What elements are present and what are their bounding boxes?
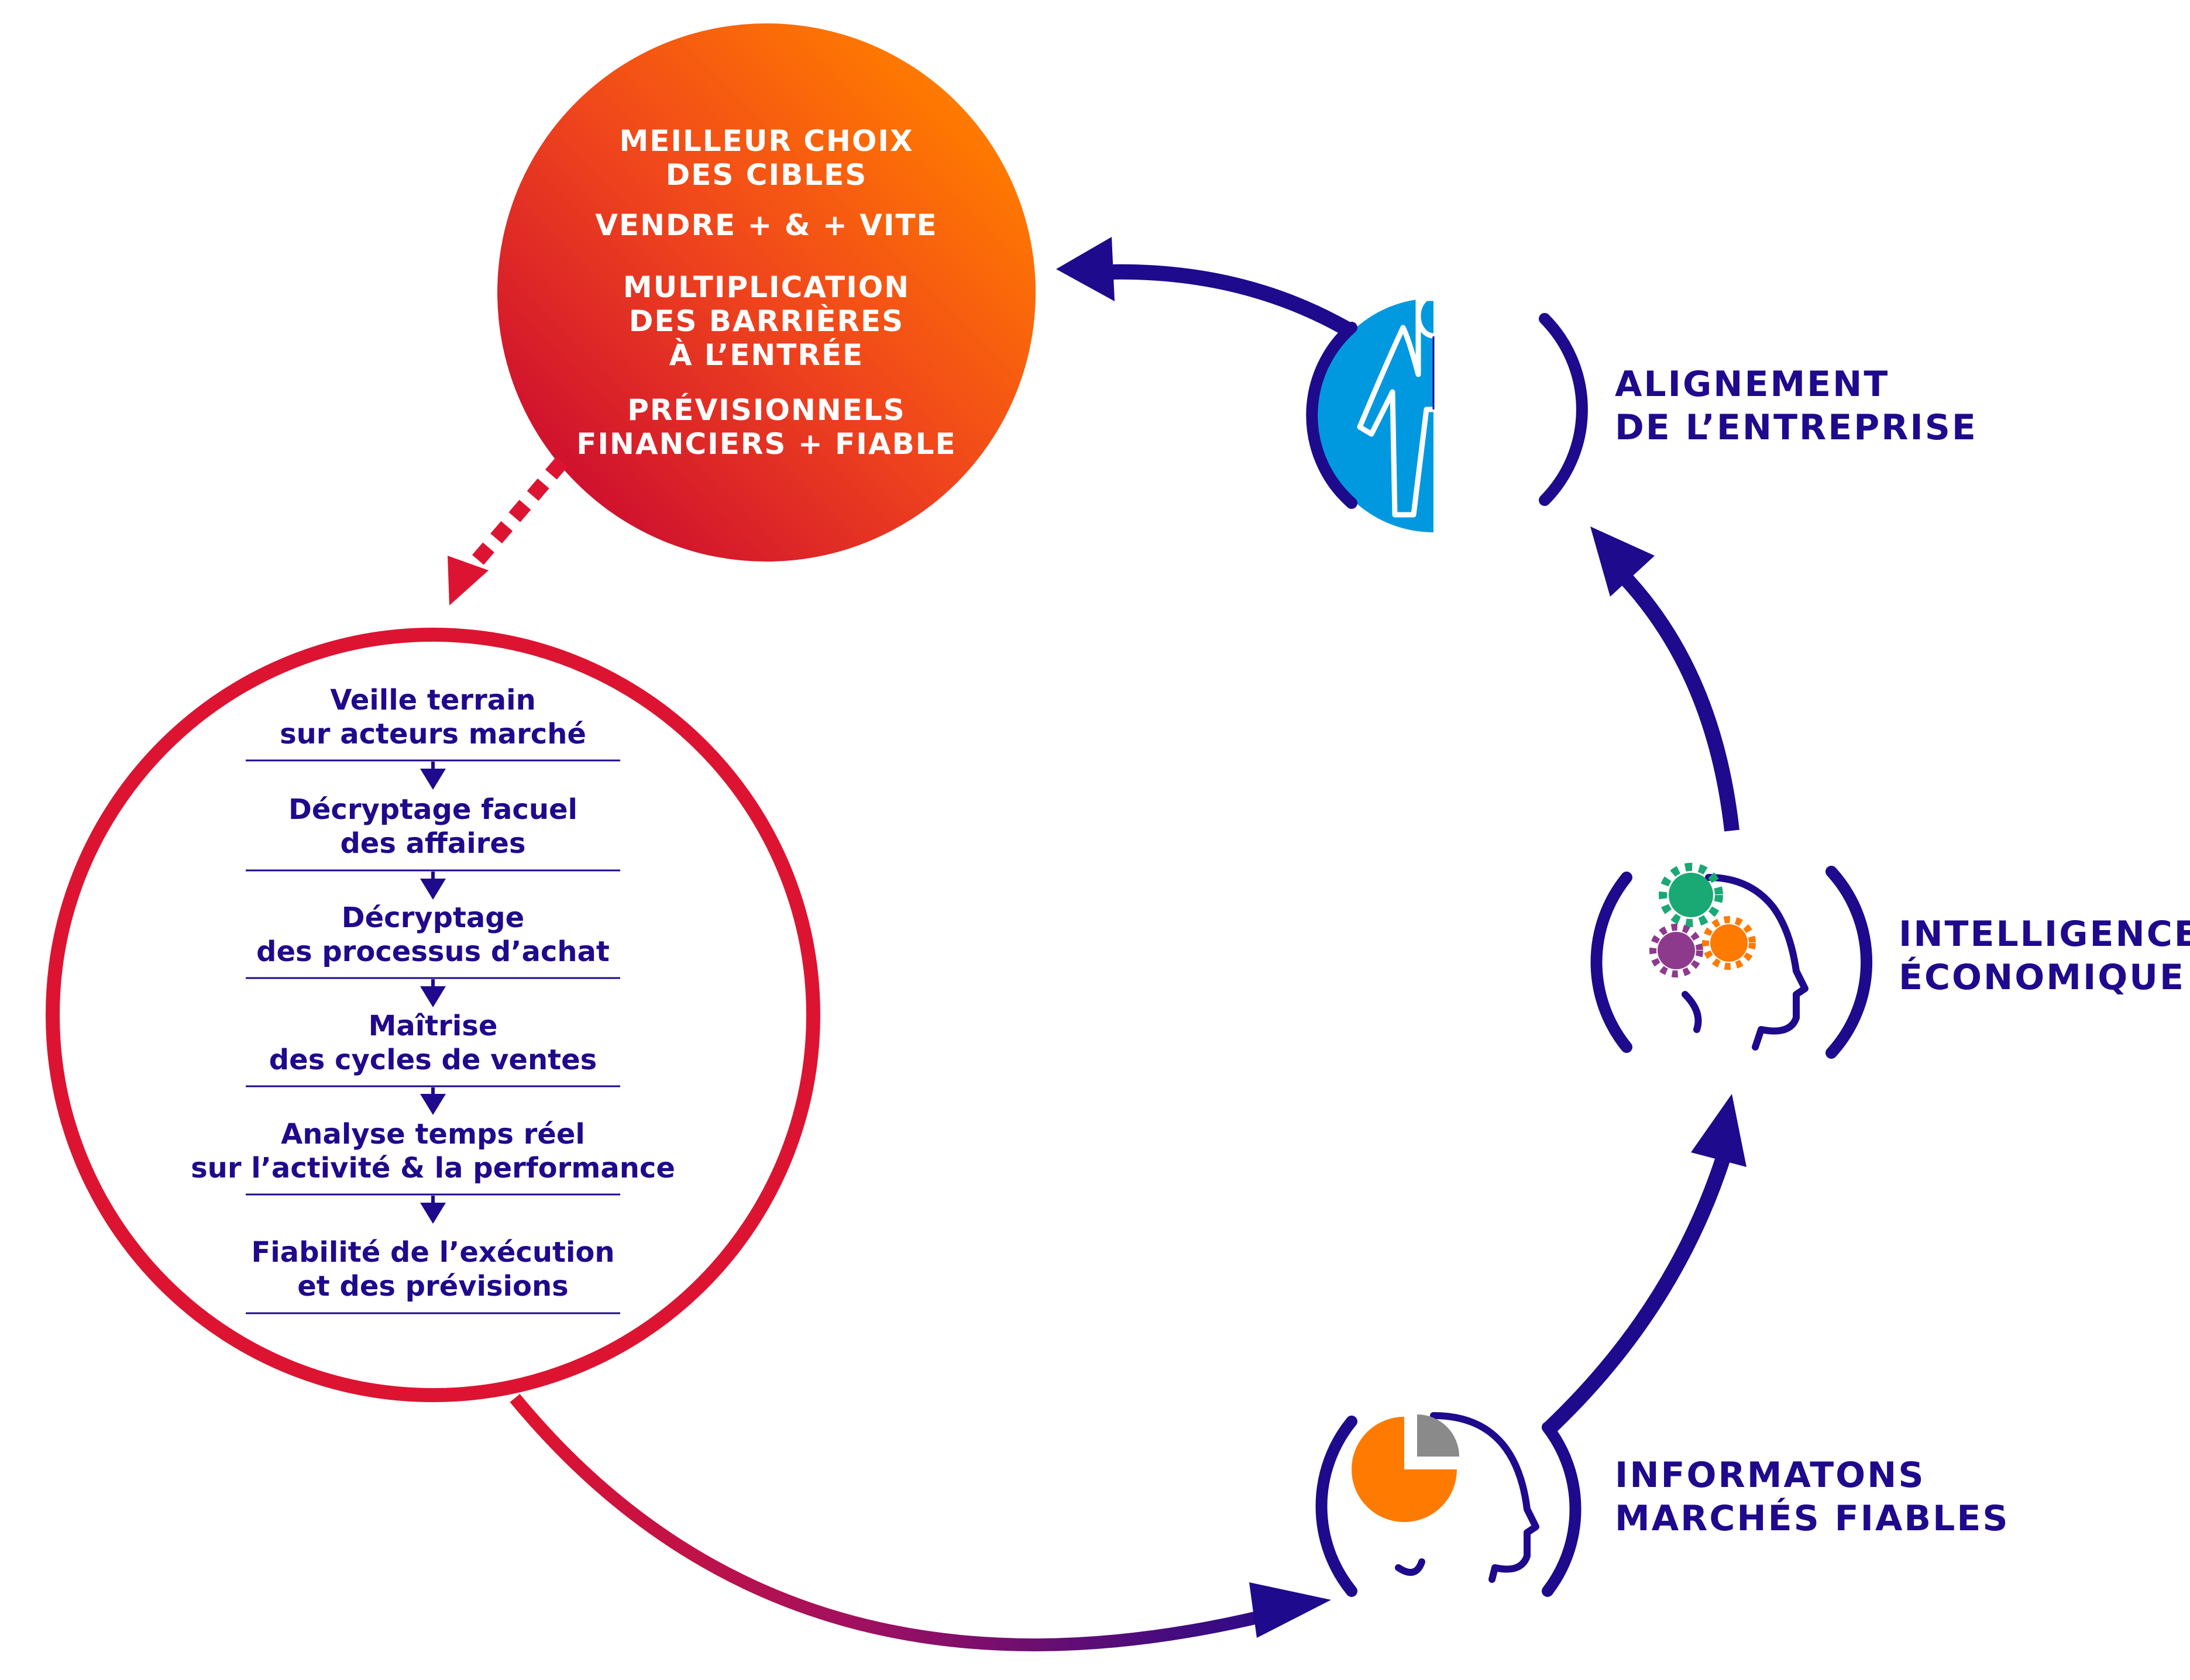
pie-slice-orange	[1352, 1417, 1457, 1522]
pie-slice-grey	[1417, 1414, 1459, 1457]
label-informations: INFORMATONS MARCHÉS FIABLES	[1615, 1455, 2010, 1539]
gear-orange	[1702, 916, 1756, 970]
benefit-barrieres: MULTIPLICATION DES BARRIÈRES À L’ENTRÉE	[623, 270, 910, 372]
arrow-to-alignement	[1590, 526, 1739, 832]
step-maitrise-cycles: Maîtrise des cycles de ventes	[269, 1010, 597, 1076]
dotted-arrow	[448, 457, 568, 605]
label-intelligence: INTELLIGENCE ÉCONOMIQUE	[1899, 914, 2190, 998]
benefit-previsionnels: PRÉVISIONNELS FINANCIERS + FIABLE	[576, 393, 957, 461]
arc-arrow-to-informations	[510, 1393, 1331, 1651]
label-alignement: ALIGNEMENT DE L’ENTREPRISE	[1615, 364, 1978, 448]
head-gears-icon	[1590, 863, 1872, 1059]
gear-purple	[1649, 924, 1703, 977]
step-decryptage-processus: Décryptage des processus d’achat	[256, 901, 610, 968]
head-pie-chart-icon	[1315, 1412, 1582, 1597]
process-circle	[46, 628, 820, 1402]
gear-green	[1659, 863, 1723, 927]
step-separators	[246, 759, 620, 1314]
human-body-icon	[1306, 293, 1588, 532]
step-fiabilite-execution: Fiabilité de l’exécution et des prévisio…	[251, 1236, 615, 1303]
benefit-vendre: VENDRE + & + VITE	[595, 208, 938, 242]
step-decryptage-factuel: Décryptage facuel des affaires	[288, 793, 578, 860]
arrow-to-intelligence	[1545, 1094, 1747, 1433]
benefits-circle	[497, 23, 1036, 562]
step-arrows	[420, 762, 446, 1224]
benefit-meilleur-choix: MEILLEUR CHOIX DES CIBLES	[619, 124, 914, 192]
arrow-to-benefits	[1056, 237, 1359, 340]
step-analyse-temps-reel: Analyse temps réel sur l’activité & la p…	[191, 1118, 675, 1185]
step-veille-terrain: Veille terrain sur acteurs marché	[280, 684, 586, 751]
